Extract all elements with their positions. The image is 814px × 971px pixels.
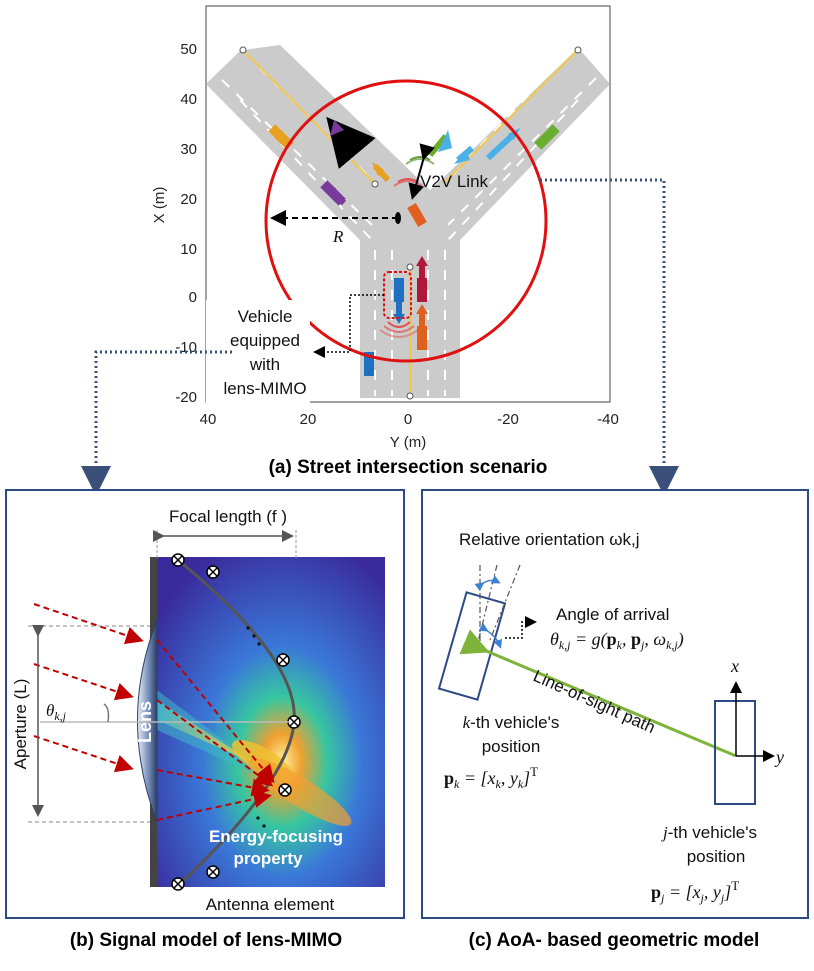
svg-text:40: 40 (180, 91, 197, 108)
j-formula: pj = [xj, yj]T (651, 878, 739, 905)
svg-text:20: 20 (300, 411, 317, 428)
aperture-guides (28, 625, 150, 823)
arrow-heads (324, 120, 520, 324)
svg-text:50: 50 (180, 41, 197, 58)
axis-y-label: y (774, 747, 784, 767)
panel-c: Relative orientation ωk,j Angle of arriv… (421, 489, 809, 951)
caption-c: (c) AoA- based geometric model (469, 930, 760, 951)
vehicle-ego (394, 278, 404, 302)
svg-text:lens-MIMO: lens-MIMO (223, 379, 306, 398)
incoming-rays (33, 603, 275, 821)
energy-label: Energy-focusing (209, 827, 343, 846)
vehicle (534, 124, 560, 150)
svg-text:20: 20 (180, 191, 197, 208)
svg-text:10: 10 (180, 241, 197, 258)
aperture-label: Aperture (L) (11, 679, 30, 770)
x-axis-ticks: 40 20 0 -20 -40 (200, 411, 619, 428)
vehicle (407, 202, 427, 228)
axis-x-label: x (730, 656, 739, 676)
connectors (81, 178, 679, 496)
panel-b: Lens θk,j (5, 489, 405, 951)
k-position-label: k-th vehicle's (463, 713, 560, 732)
j-position-label: j-th vehicle's (661, 823, 757, 842)
y-axis-ticks: 50 40 30 20 10 0 -10 -20 (175, 41, 197, 406)
v2v-label: V2V Link (420, 172, 489, 191)
aoa-formula: θk,j = g(pk, pj, ωk,j) (550, 629, 684, 652)
k-formula: pk = [xk, yk]T (444, 764, 538, 791)
svg-text:with: with (249, 355, 280, 374)
svg-text:position: position (482, 737, 541, 756)
coverage-circle (264, 79, 548, 363)
x-axis-label: Y (m) (390, 434, 426, 451)
los-path (459, 629, 737, 758)
vehicle (268, 124, 294, 150)
svg-text:30: 30 (180, 141, 197, 158)
caption-b: (b) Signal model of lens-MIMO (70, 930, 342, 951)
vehicle-note: Vehicle equipped with lens-MIMO (206, 300, 310, 404)
aoa-label: Angle of arrival (556, 605, 669, 624)
caption-a: (a) Street intersection scenario (269, 457, 548, 478)
orientation-label: Relative orientation ωk,j (459, 530, 640, 549)
svg-text:0: 0 (404, 411, 412, 428)
svg-text:-40: -40 (597, 411, 619, 428)
antenna-label: Antenna element (206, 895, 335, 914)
svg-text:property: property (234, 849, 304, 868)
svg-text:40: 40 (200, 411, 217, 428)
svg-text:0: 0 (189, 289, 197, 306)
svg-text:Vehicle: Vehicle (238, 307, 293, 326)
j-vehicle (714, 700, 756, 805)
svg-text:position: position (687, 847, 746, 866)
svg-text:equipped: equipped (230, 331, 300, 350)
y-axis-label: X (m) (151, 187, 168, 224)
focal-label: Focal length (f ) (169, 507, 287, 526)
lens (137, 619, 158, 823)
v2v-link-arrow (408, 143, 435, 200)
svg-text:-20: -20 (497, 411, 519, 428)
radius-label: R (332, 227, 344, 246)
vehicle (417, 278, 427, 302)
svg-text:-20: -20 (175, 389, 197, 406)
vehicle (417, 326, 427, 350)
vehicle (364, 352, 374, 376)
panel-a: V2V Link R Vehicle equipped with lens-MI… (151, 5, 619, 478)
